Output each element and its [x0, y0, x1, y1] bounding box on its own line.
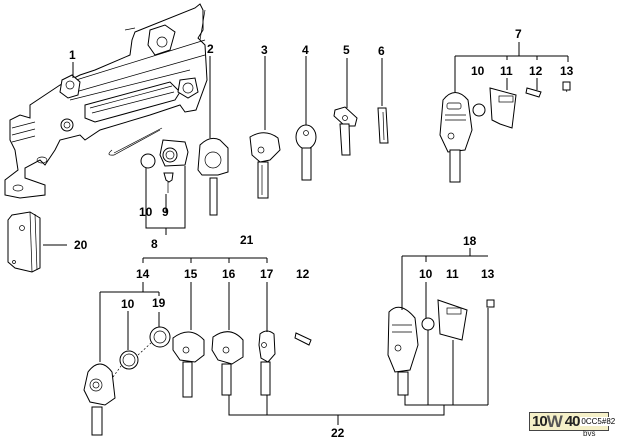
callout-1: 1: [69, 48, 76, 62]
logo-text-10: 10: [532, 413, 548, 430]
callout-18: 18: [463, 234, 477, 248]
key-part-17: [258, 330, 276, 396]
callout-21: 21: [240, 233, 254, 247]
callout-15: 15: [184, 267, 198, 281]
callout-19: 19: [152, 296, 166, 310]
logo-text-w: W: [546, 411, 563, 431]
callout-3: 3: [261, 43, 268, 57]
remote-key-group-7: [439, 81, 571, 183]
key-blade-part-6: [377, 107, 389, 144]
callout-8-9: 9: [162, 205, 169, 219]
key-part-16: [211, 331, 244, 396]
callout-18-11: 11: [446, 267, 459, 281]
key-blade-part-12: [294, 332, 312, 346]
key-part-3: [249, 132, 281, 199]
remote-key-group-18: [387, 299, 495, 396]
callout-5: 5: [343, 43, 350, 57]
key-part-4: [295, 124, 317, 181]
callout-14: 14: [136, 267, 150, 281]
key-part-5: [333, 106, 358, 156]
callout-2: 2: [207, 42, 214, 56]
key-part-15: [172, 331, 205, 398]
key-part-2: [197, 137, 229, 216]
cover-part-20: [7, 211, 41, 273]
callout-18-13: 13: [481, 267, 495, 281]
callout-17: 17: [260, 267, 274, 281]
callout-18-10: 10: [419, 267, 433, 281]
lock-cylinder-group-8: [140, 139, 189, 193]
callout-6: 6: [378, 44, 385, 58]
leader-lines: [43, 42, 569, 425]
callout-labels: 1 2 3 4 5 6 7 10 11 12 13 8 10 9 20 21 1…: [69, 27, 574, 440]
signature: bvs: [583, 429, 596, 438]
callout-12-lower: 12: [296, 267, 310, 281]
watermark-logo: 10 W 40 0CC5#82: [529, 411, 617, 431]
key-group-14: [83, 326, 171, 436]
callout-16: 16: [222, 267, 236, 281]
callout-7-13: 13: [560, 64, 574, 78]
callout-7-10: 10: [471, 64, 485, 78]
callout-14-10: 10: [121, 297, 135, 311]
callout-7-12: 12: [529, 64, 543, 78]
logo-text-40: 40: [564, 413, 581, 430]
callout-20: 20: [74, 238, 88, 252]
callout-7: 7: [515, 27, 522, 41]
callout-22: 22: [331, 426, 345, 440]
callout-8: 8: [151, 237, 158, 251]
door-handle-assembly: [4, 3, 208, 199]
callout-4: 4: [302, 43, 309, 57]
callout-8-10: 10: [139, 205, 153, 219]
logo-code: 0CC5#82: [580, 417, 617, 426]
callout-7-11: 11: [500, 64, 513, 78]
